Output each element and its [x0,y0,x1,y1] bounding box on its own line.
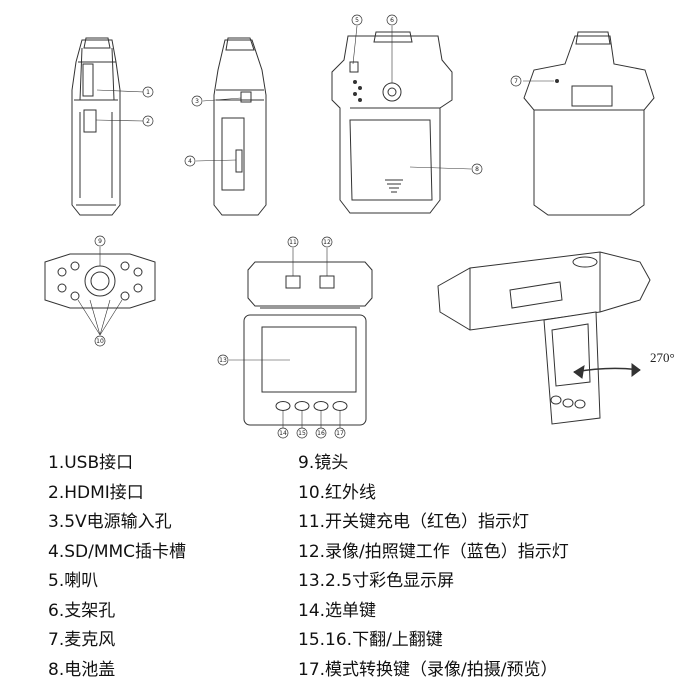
legend-item-power-input: 3.5V电源输入孔 [48,512,172,532]
device-view-card-side [195,37,267,216]
device-view-ports-side [71,37,145,216]
legend-item-hdmi-port: 2.HDMI接口 [48,482,144,503]
legend-item-record-indicator: 12.录像/拍照键工作（蓝色）指示灯 [298,541,569,562]
device-view-top-lens [44,247,156,336]
callout-9: 9 [98,238,102,245]
callout-15: 15 [298,430,306,437]
legend-item-power-indicator: 11.开关键充电（红色）指示灯 [298,512,530,532]
device-view-perspective [437,251,651,425]
legend-item-battery-cover: 8.电池盖 [48,659,116,680]
callout-3: 3 [195,98,199,105]
callout-6: 6 [390,17,394,24]
legend-item-mount-hole: 6.支架孔 [48,600,116,621]
legend-item-up-down-keys: 15.16.下翻/上翻键 [298,630,443,650]
callout-10: 10 [96,338,104,345]
callout-1: 1 [146,89,150,96]
device-view-back [331,25,472,214]
callout-4: 4 [188,158,192,165]
callout-8: 8 [475,166,479,173]
legend-item-infrared: 10.红外线 [298,482,377,503]
callout-2: 2 [146,118,150,125]
callout-16: 16 [317,430,325,437]
callout-5: 5 [355,17,359,24]
legend-item-card-slot: 4.SD/MMC插卡槽 [48,541,187,562]
product-diagram: 1 2 3 4 5 6 8 7 9 10 11 12 13 14 15 16 1… [44,14,675,439]
callout-13: 13 [219,357,227,364]
legend-item-menu-key: 14.选单键 [298,600,377,621]
callout-7: 7 [514,78,518,85]
legend-item-speaker: 5.喇叭 [48,571,99,591]
legend-left-column: 1.USB接口 2.HDMI接口 3.5V电源输入孔 4.SD/MMC插卡槽 5… [48,449,186,685]
legend-item-display: 13.2.5寸彩色显示屏 [298,571,455,591]
callout-12: 12 [323,239,331,246]
callout-14: 14 [279,430,287,437]
legend-right-column: 9.镜头 10.红外线 11.开关键充电（红色）指示灯 12.录像/拍照键工作（… [298,449,569,685]
device-view-rear [523,31,655,216]
legend-item-mode-key: 17.模式转换键（录像/拍摄/预览） [298,659,558,680]
legend-item-usb-port: 1.USB接口 [48,453,134,473]
legend-item-lens: 9.镜头 [298,453,349,473]
device-view-lcd-front [229,248,373,428]
legend-item-microphone: 7.麦克风 [48,630,116,650]
rotation-angle-label: 270° [650,350,675,365]
callout-11: 11 [289,239,297,246]
callout-17: 17 [336,430,344,437]
